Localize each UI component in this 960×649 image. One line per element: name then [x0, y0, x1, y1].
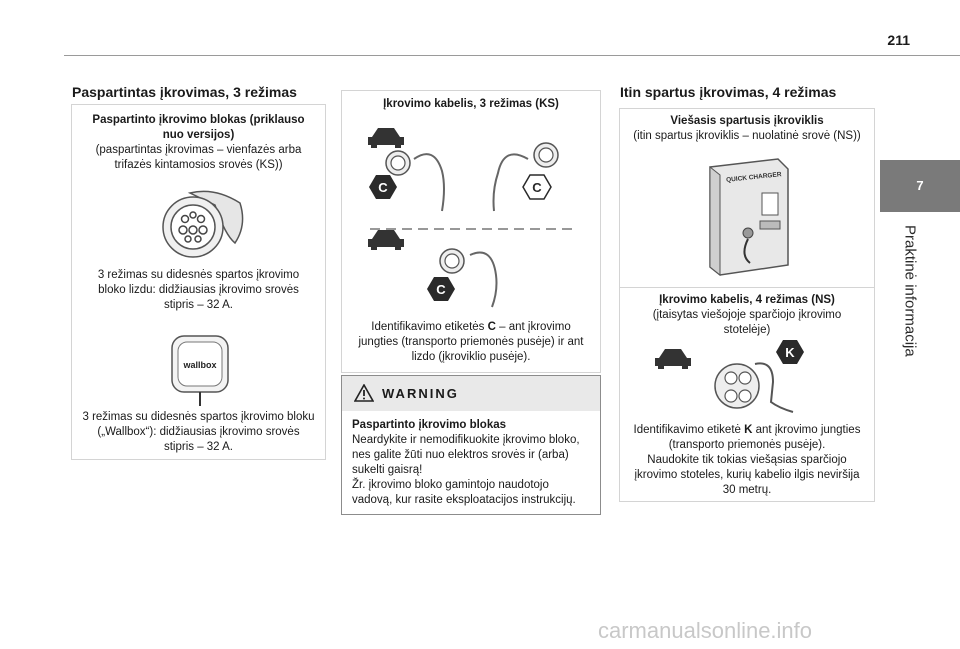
warning-triangle-icon — [354, 384, 374, 402]
cable-mode3-box — [341, 90, 601, 373]
cable-mode4-heading: Įkrovimo kabelis, 4 režimas (NS)(įtaisyt… — [652, 294, 842, 336]
cable-mode3-heading: Įkrovimo kabelis, 3 režimas (KS) — [383, 98, 559, 110]
charging-unit-box — [71, 104, 326, 460]
label-k-icon — [776, 340, 804, 364]
cable-mode3-caption: Identifikavimo etiketės C – ant įkrovimo… — [358, 321, 584, 363]
quick-charger-box — [619, 108, 875, 502]
car-icon — [368, 230, 404, 250]
page-number: 211 — [887, 32, 910, 48]
wallbox-logo: wallbox — [182, 360, 216, 370]
warning-header: WARNING — [342, 376, 600, 411]
warning-title: WARNING — [382, 386, 459, 401]
header-rule — [64, 55, 960, 56]
label-c-filled-icon — [427, 277, 455, 301]
dc-connector-illustration: K — [655, 340, 804, 413]
section-title-mode4: Itin spartus įkrovimas, 4 režimas — [620, 84, 837, 100]
watermark: carmanualsonline.info — [598, 618, 813, 643]
chapter-tab[interactable]: 7 — [880, 160, 960, 212]
wallbox-caption: 3 režimas su didesnės spartos įkrovimo b… — [82, 411, 315, 453]
chapter-title: Praktinė informacija — [895, 225, 925, 365]
warning-box: WARNING Paspartinto įkrovimo blokas Near… — [341, 375, 601, 515]
label-c-outline-icon — [522, 174, 552, 200]
car-icon — [368, 128, 404, 148]
svg-text:K: K — [785, 345, 795, 360]
quick-charger-heading: Viešasis spartusis įkroviklis(itin spart… — [633, 115, 861, 142]
cable-mode4-caption: Identifikavimo etiketė K ant įkrovimo ju… — [633, 424, 861, 496]
chapter-title-text: Praktinė informacija — [901, 225, 919, 357]
svg-text:C: C — [378, 180, 388, 195]
section-title-mode3: Paspartintas įkrovimas, 3 režimas — [72, 84, 297, 100]
section-divider — [620, 287, 874, 288]
svg-text:C: C — [436, 282, 446, 297]
quick-charger-illustration: QUICK CHARGER — [709, 158, 789, 277]
car-icon — [655, 349, 691, 369]
socket-outlet-illustration — [162, 190, 244, 258]
svg-text:C: C — [532, 180, 542, 195]
wallbox-illustration: wallbox — [171, 335, 229, 406]
label-c-filled-icon — [369, 175, 397, 199]
warning-text: Paspartinto įkrovimo blokas Neardykite i… — [352, 419, 580, 506]
cable-connectors-illustration: C C C — [368, 128, 578, 308]
